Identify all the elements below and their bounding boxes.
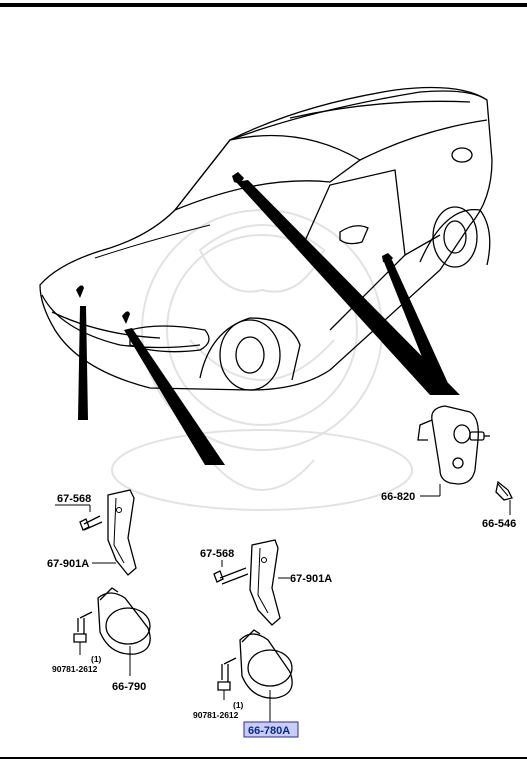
top-border-rule — [0, 3, 527, 7]
part-label-90781-2612-left: 90781-2612 — [52, 664, 98, 674]
part-qty-mid: (1) — [233, 700, 244, 710]
part-label-66-546: 66-546 — [482, 518, 516, 530]
middle-horn-assembly — [213, 539, 293, 722]
part-label-67-901a-mid: 67-901A — [290, 573, 332, 585]
part-qty-left: (1) — [91, 654, 102, 664]
callout-wedges — [78, 180, 460, 465]
highlight-box — [243, 721, 299, 738]
watermark-emblem — [111, 209, 413, 511]
part-label-67-568-mid: 67-568 — [200, 548, 234, 560]
door-switch-illustration — [417, 405, 513, 515]
bottom-border-rule — [0, 757, 527, 759]
part-label-67-568-left: 67-568 — [57, 493, 91, 505]
part-label-66-790: 66-790 — [112, 681, 146, 693]
part-label-66-820: 66-820 — [381, 491, 415, 503]
part-label-66-780a[interactable]: 66-780A — [248, 725, 290, 737]
part-label-90781-2612-mid: 90781-2612 — [193, 710, 239, 720]
part-label-67-901a-left: 67-901A — [47, 558, 89, 570]
car-illustration — [39, 86, 493, 391]
left-horn-assembly — [55, 489, 151, 676]
